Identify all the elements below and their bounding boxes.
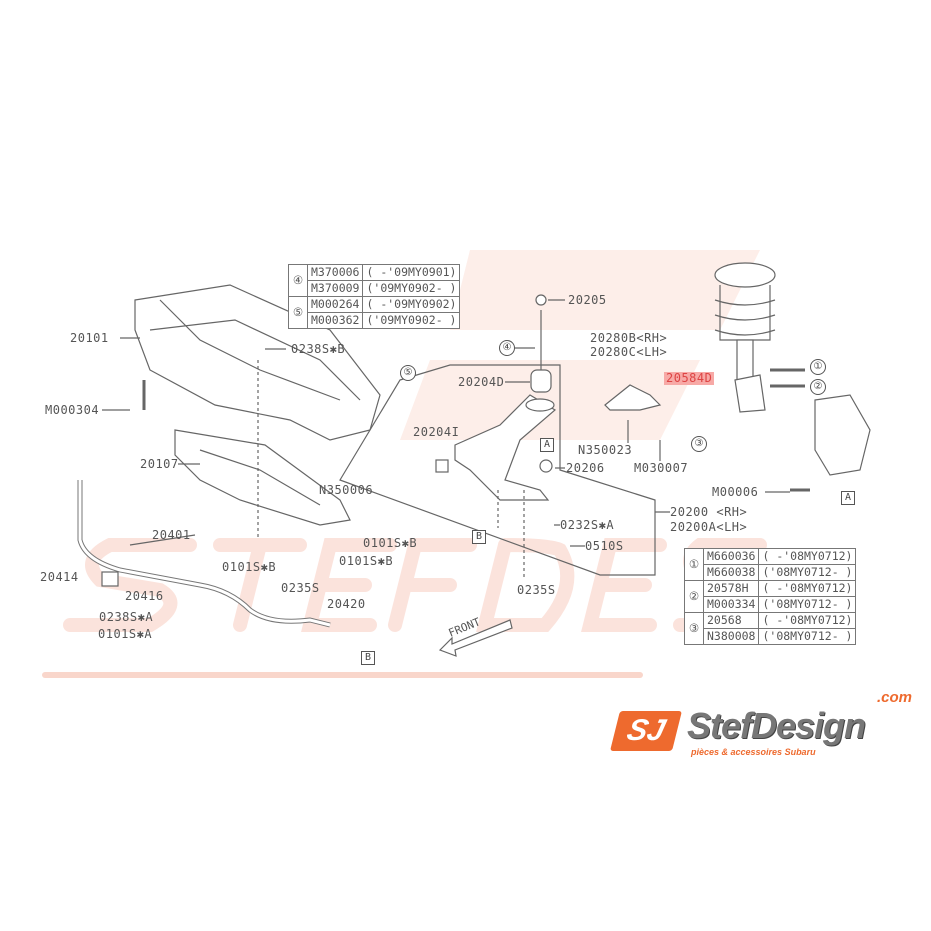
table-part: M660036 [702, 548, 760, 565]
part-label-0101s-b: 0101S✱B [339, 554, 394, 568]
table-part: M660038 [702, 564, 760, 581]
part-label-20101: 20101 [70, 331, 109, 345]
ref-box-a: A [540, 438, 554, 452]
table-range: ('08MY0712- ) [758, 628, 857, 645]
part-label-m030007: M030007 [634, 461, 689, 475]
table-row: N380008('08MY0712- ) [685, 628, 857, 645]
part-label-n350023: N350023 [578, 443, 633, 457]
table-range: ( -'08MY0712) [758, 612, 857, 629]
table-part: M370009 [306, 280, 364, 297]
part-label-0101s-a: 0101S✱A [98, 627, 153, 641]
table-range: ('09MY0902- ) [362, 280, 461, 297]
part-label-0510s: 0510S [585, 539, 624, 553]
stefdesign-logo: SJ StefDesign .com pièces & accessoires … [610, 690, 925, 760]
table-range: ('08MY0712- ) [758, 564, 857, 581]
part-label-0235s: 0235S [517, 583, 556, 597]
part-label-0101s-b: 0101S✱B [222, 560, 277, 574]
part-label-20200a: 20200A<LH> [670, 520, 748, 534]
table-row: M660038('08MY0712- ) [685, 564, 857, 581]
ref-box-a: A [841, 491, 855, 505]
table-ref: ④ [288, 264, 308, 297]
part-label-m00006: M00006 [712, 485, 759, 499]
ref-circle-2: ② [810, 379, 826, 395]
table-range: ('09MY0902- ) [362, 312, 461, 329]
table-ref: ① [684, 548, 704, 581]
table-row: M000334('08MY0712- ) [685, 596, 857, 613]
part-label-0238s-a: 0238S✱A [99, 610, 154, 624]
table-part: M000264 [306, 296, 364, 313]
ref-circle-4: ④ [499, 340, 515, 356]
part-label-20584d-highlighted: 20584D [664, 371, 715, 385]
table-ref: ⑤ [288, 296, 308, 329]
logo-domain: .com [877, 689, 913, 706]
table-part: M000334 [702, 596, 760, 613]
part-label-20204d: 20204D [458, 375, 505, 389]
part-label-0101s-b: 0101S✱B [363, 536, 418, 550]
ref-circle-3: ③ [691, 436, 707, 452]
table-row: M000362('09MY0902- ) [289, 312, 461, 329]
part-label-20107: 20107 [140, 457, 179, 471]
part-label-20280c: 20280C<LH> [590, 345, 668, 359]
part-label-20206: 20206 [566, 461, 605, 475]
part-label-0238s-b: 0238S✱B [291, 342, 346, 356]
part-label-0232s-a: 0232S✱A [560, 518, 615, 532]
table-range: ( -'08MY0712) [758, 548, 857, 565]
part-label-0235s: 0235S [281, 581, 320, 595]
ref-circle-1: ① [810, 359, 826, 375]
part-label-20414: 20414 [40, 570, 79, 584]
table-ref: ② [684, 580, 704, 613]
strut-assembly [714, 262, 776, 413]
table-part: M370006 [306, 264, 364, 281]
part-label-20204i: 20204I [413, 425, 460, 439]
part-label-20420: 20420 [327, 597, 366, 611]
table-part: 20568 [702, 612, 760, 629]
table-ref: ③ [684, 612, 704, 645]
table-range: ( -'09MY0901) [362, 264, 461, 281]
ref-box-b: B [361, 651, 375, 665]
table-row: M370009('09MY0902- ) [289, 280, 461, 297]
table-part: 20578H [702, 580, 760, 597]
table-range: ( -'08MY0712) [758, 580, 857, 597]
table-part: M000362 [306, 312, 364, 329]
part-label-20416: 20416 [125, 589, 164, 603]
part-label-20280b: 20280B<RH> [590, 331, 668, 345]
logo-tagline: pièces & accessoires Subaru [691, 747, 816, 757]
table-part: N380008 [702, 628, 760, 645]
table-range: ('08MY0712- ) [758, 596, 857, 613]
logo-name: StefDesign [687, 705, 866, 746]
ref-box-b: B [472, 530, 486, 544]
part-label-20200: 20200 <RH> [670, 505, 748, 519]
logo-mark: SJ [610, 711, 682, 751]
part-label-m000304: M000304 [45, 403, 100, 417]
part-label-20205: 20205 [568, 293, 607, 307]
ref-circle-5: ⑤ [400, 365, 416, 381]
part-label-n350006: N350006 [319, 483, 374, 497]
table-range: ( -'09MY0902) [362, 296, 461, 313]
part-label-20401: 20401 [152, 528, 191, 542]
